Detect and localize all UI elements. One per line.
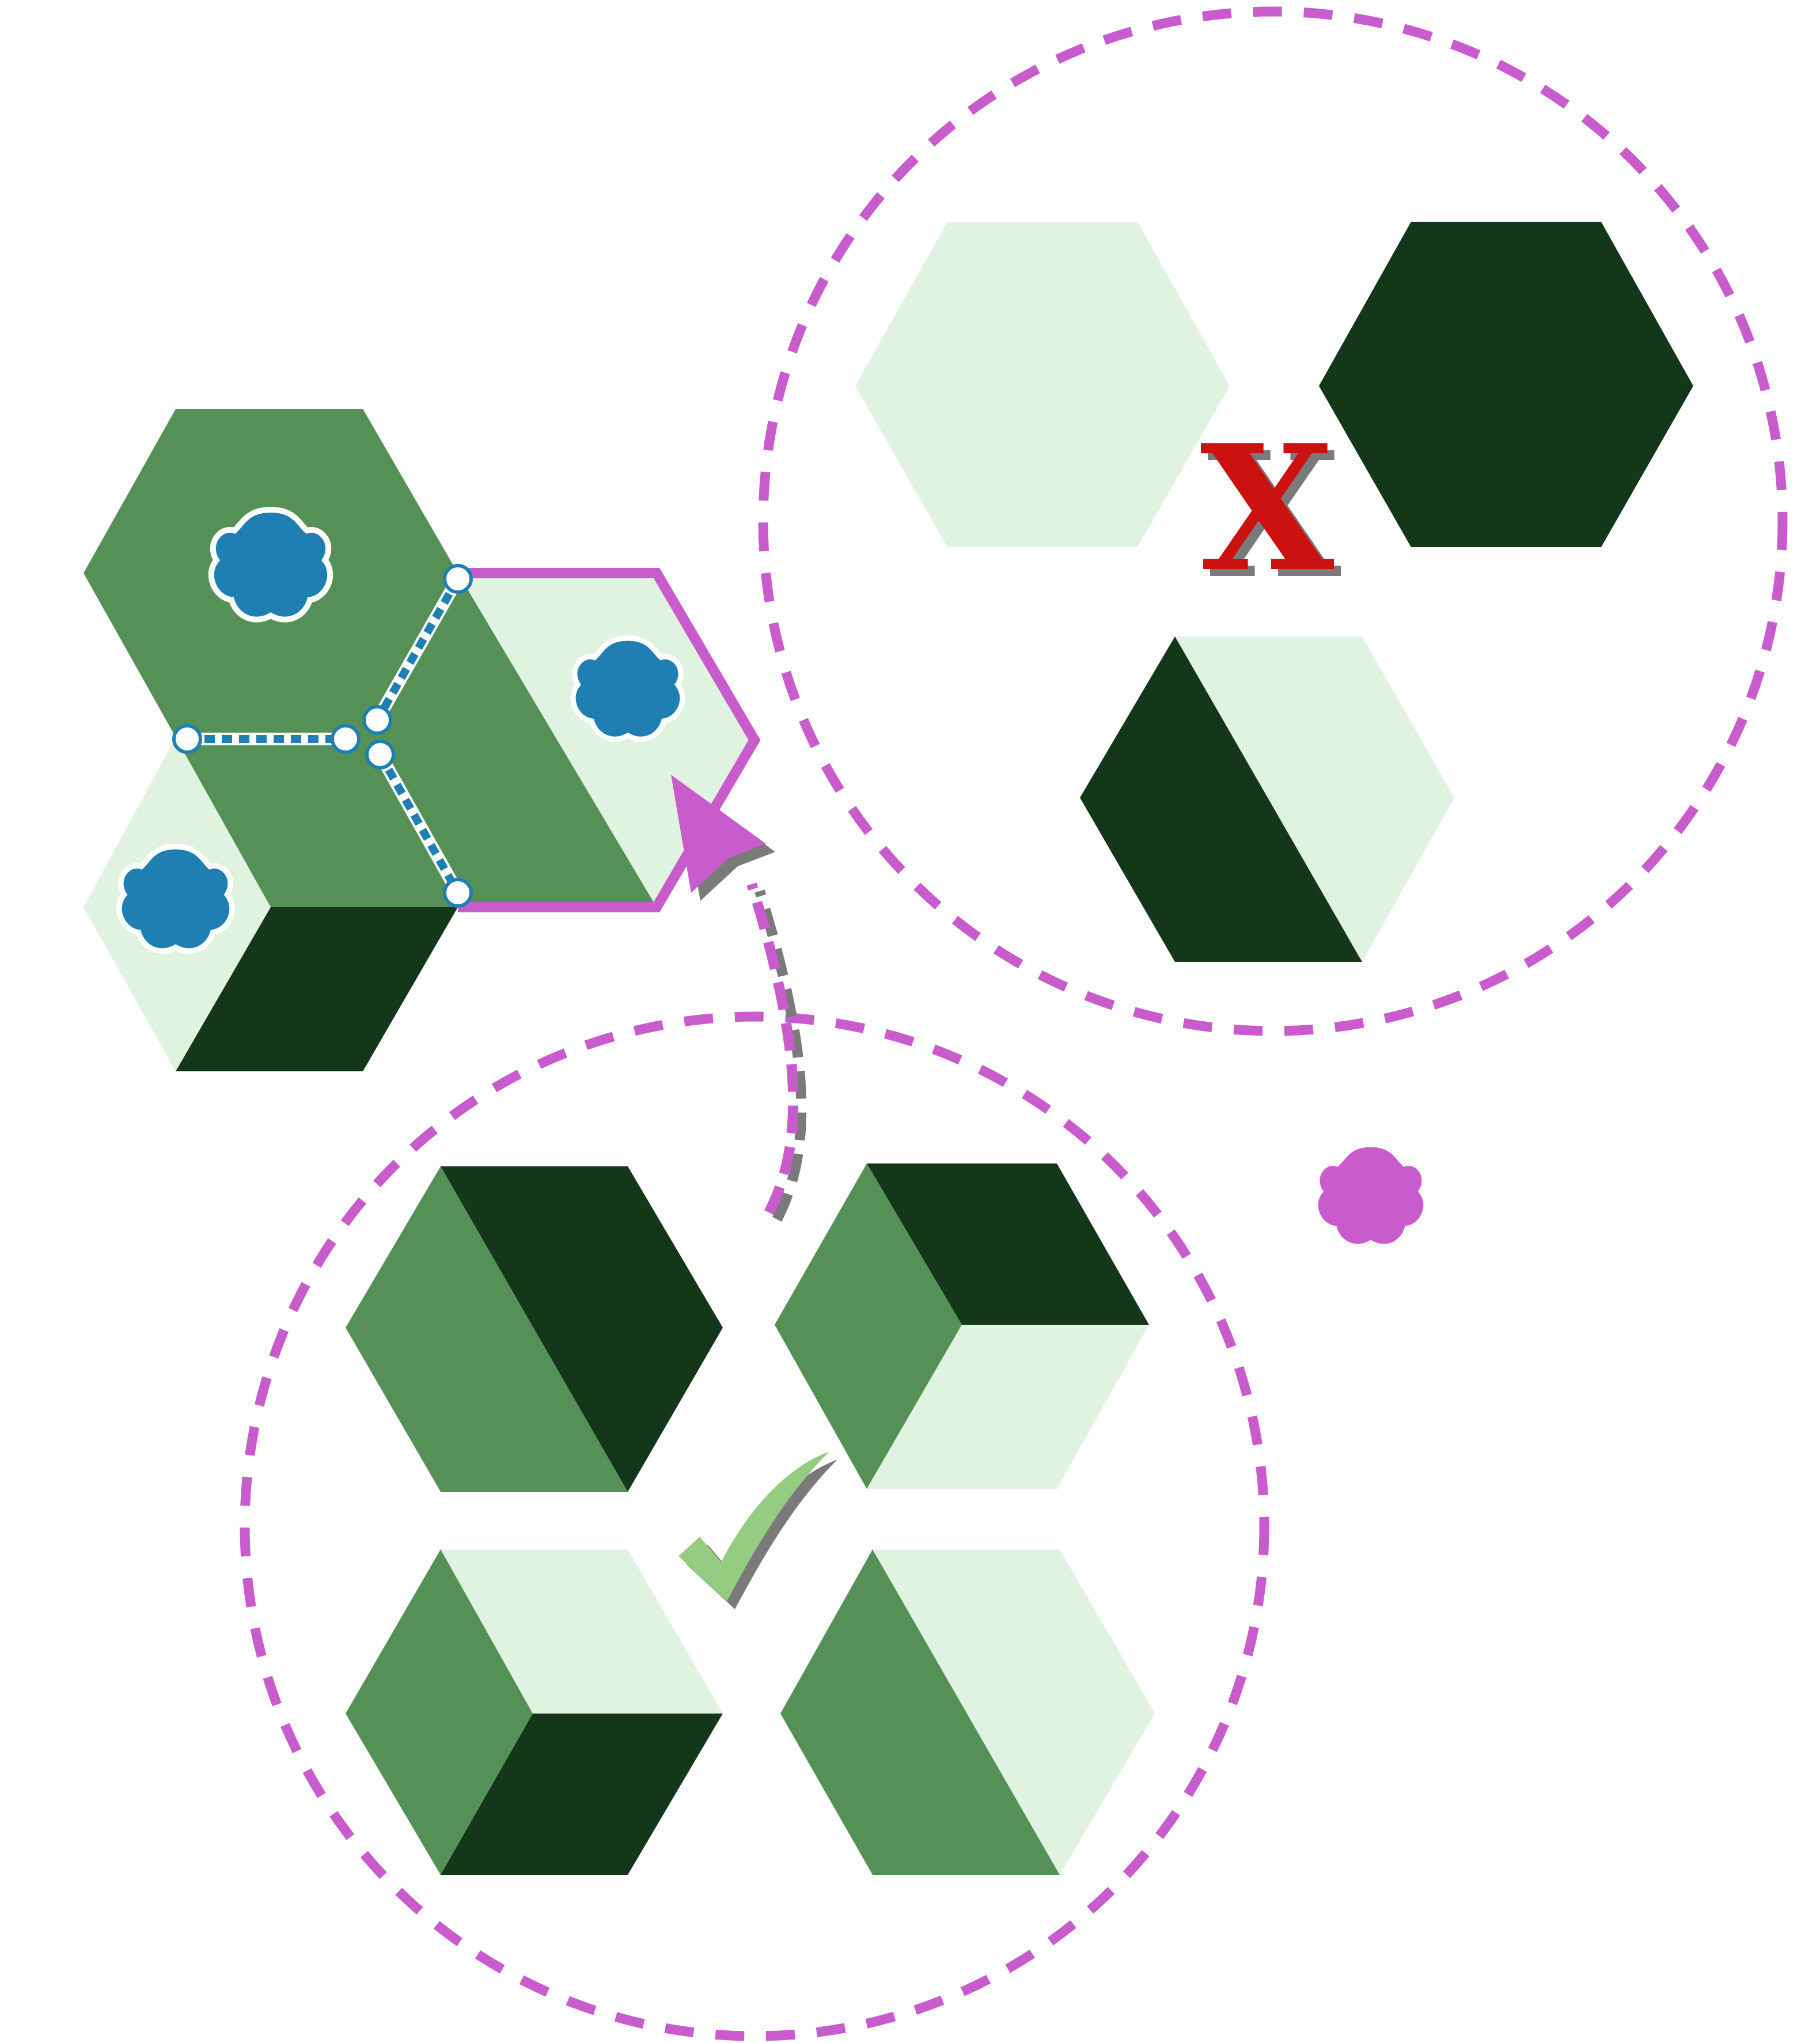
- hex-a-mid-part: [346, 1166, 628, 1492]
- hex-d-light-part: [873, 1549, 1155, 1875]
- edge-node: [365, 740, 395, 770]
- flower-icon: [1318, 1147, 1424, 1244]
- cross-mark-icon: X X: [1200, 407, 1342, 617]
- flower-icon: [214, 513, 327, 617]
- edge-node: [331, 724, 361, 754]
- hex-b-light-part: [867, 1325, 1149, 1489]
- hex-bottom-mid-part: [176, 737, 458, 907]
- svg-text:X: X: [1207, 414, 1342, 617]
- arrow-cursor-icon: [671, 775, 807, 1222]
- hex-d-mid-part: [780, 1549, 1060, 1875]
- edge-node: [443, 564, 473, 594]
- dashed-edge-graph: [172, 564, 473, 908]
- hex-a-dark-part: [441, 1166, 723, 1492]
- hex-right-outline: [458, 568, 761, 912]
- check-mark-icon: [678, 1451, 837, 1609]
- hex-right-mid-part: [363, 573, 657, 907]
- hex-c-dark-part: [441, 1714, 723, 1875]
- invalid-example-group: X X: [758, 6, 1788, 1036]
- edge-node: [362, 705, 392, 735]
- svg-text:X: X: [1200, 407, 1335, 610]
- flower-icon: [576, 641, 680, 737]
- flower-icon: [122, 850, 230, 949]
- hex-dark-full: [1319, 222, 1693, 547]
- valid-example-group: [240, 1011, 1269, 2041]
- hex-c-mid-part: [346, 1549, 533, 1875]
- hex-split-dark-part: [1080, 636, 1362, 962]
- hex-c-light-part: [441, 1549, 723, 1714]
- hex-b-mid-part: [775, 1163, 962, 1489]
- invalid-group-dashed-circle: [758, 6, 1788, 1036]
- hex-split-light-part: [1175, 636, 1454, 962]
- hex-b-dark-part: [867, 1163, 1149, 1325]
- main-hex-cluster: [84, 409, 761, 1071]
- hex-bottom-dark-part: [176, 907, 458, 1071]
- edge-node: [172, 724, 202, 754]
- edge-node: [443, 878, 473, 908]
- valid-group-dashed-circle: [240, 1011, 1269, 2041]
- hex-light-full: [855, 222, 1230, 547]
